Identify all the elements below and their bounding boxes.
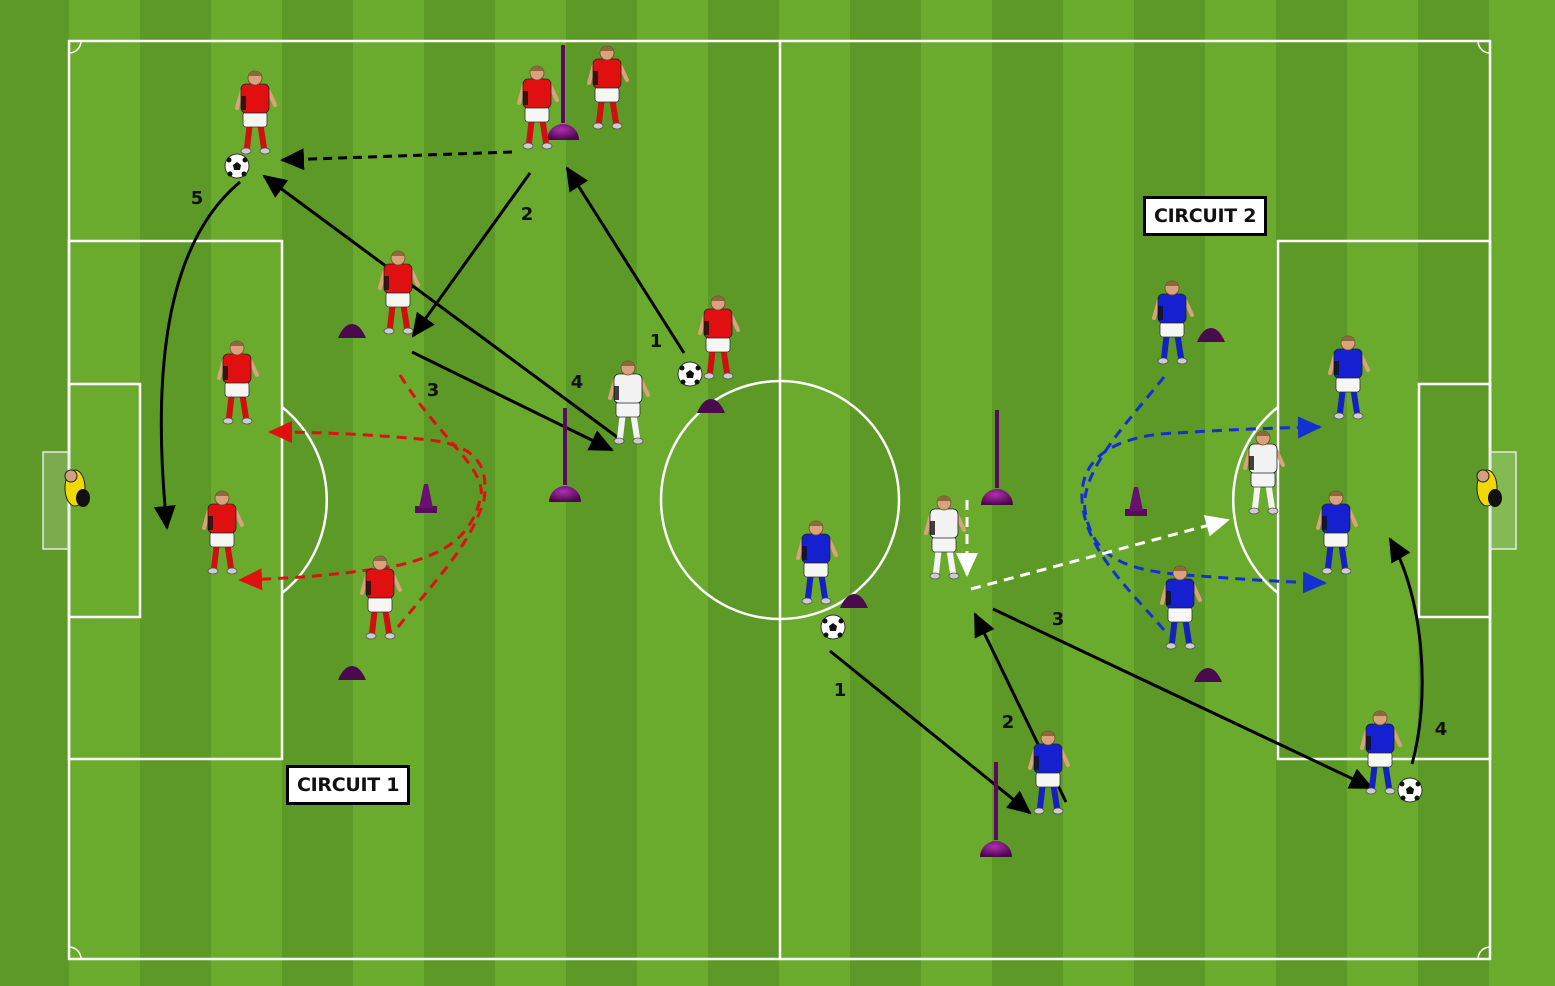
corner-arc-tl: [68, 40, 82, 54]
marker-disc-icon: [338, 324, 366, 338]
player-goalkeeper: [1476, 469, 1502, 507]
left-goal: [42, 451, 70, 550]
neutral-runs: [956, 500, 1230, 591]
corner-arc-br: [1477, 946, 1491, 960]
player-red: [360, 555, 402, 640]
step-number-circuit-1: 5: [191, 188, 204, 209]
marker-disc-icon: [1197, 328, 1225, 342]
players: [64, 45, 1502, 815]
player-red: [517, 65, 559, 150]
training-pole: [981, 410, 1013, 505]
player-white: [924, 495, 966, 580]
player-blue: [1160, 565, 1202, 650]
corner-arc-bl: [68, 946, 82, 960]
red-run-path-lower: [268, 421, 487, 628]
step-number-circuit-2: 1: [834, 680, 847, 701]
training-pole: [980, 762, 1012, 857]
right-penalty-arc: [1231, 406, 1279, 594]
pass-arrow-c1-4: [262, 174, 618, 439]
player-blue: [1028, 730, 1070, 815]
step-number-circuit-2: 2: [1002, 712, 1015, 733]
center-circle: [659, 379, 901, 621]
blue-run-path-upper: [1083, 376, 1327, 594]
circuit-1-label: CIRCUIT 1: [286, 765, 411, 805]
step-number-circuit-1: 4: [571, 372, 584, 393]
player-blue: [796, 520, 838, 605]
blue-run-path-lower: [1080, 416, 1322, 631]
marker-disc-icon: [1194, 668, 1222, 682]
training-pole: [547, 45, 579, 140]
player-red: [235, 70, 277, 155]
training-equipment: [338, 45, 1225, 857]
step-numbers: 1 2 3 4 5 1 2 3 4: [191, 188, 1448, 740]
player-blue: [1360, 710, 1402, 795]
circuit-2-runs: [1080, 376, 1327, 631]
soccer-ball-icon: [1397, 777, 1423, 803]
pass-arrow-c2-3: [992, 607, 1374, 790]
pass-arrow-c1-1: [565, 166, 686, 354]
left-penalty-arc: [281, 406, 329, 594]
player-blue: [1328, 335, 1370, 420]
marker-disc-icon: [338, 666, 366, 680]
pass-arrow-c1-2: [411, 172, 532, 338]
balls: [224, 153, 1423, 803]
player-red: [217, 340, 259, 425]
white-pass-diagonal: [970, 515, 1230, 591]
player-white: [608, 360, 650, 445]
circuit-2-label: CIRCUIT 2: [1143, 196, 1268, 236]
pass-arrow-c1-3: [411, 350, 614, 452]
pass-arrow-c2-4: [1388, 537, 1424, 765]
corner-arc-tr: [1477, 40, 1491, 54]
pass-arrow-c1-top-dashed: [280, 148, 513, 171]
player-red: [698, 295, 740, 380]
player-red: [202, 490, 244, 575]
step-number-circuit-2: 4: [1435, 719, 1448, 740]
cone-icon: [415, 484, 437, 513]
soccer-ball-icon: [224, 153, 250, 179]
circuit-1-runs: [238, 374, 487, 628]
player-red: [378, 250, 420, 335]
player-red: [587, 45, 629, 130]
pass-arrow-c1-5: [153, 180, 241, 530]
player-blue: [1316, 490, 1358, 575]
training-pole: [549, 408, 581, 502]
step-number-circuit-1: 3: [427, 380, 440, 401]
player-blue: [1152, 280, 1194, 365]
soccer-ball-icon: [820, 614, 846, 640]
red-run-path-upper: [238, 374, 483, 591]
cone-icon: [1125, 487, 1147, 516]
pass-arrows: [153, 148, 1424, 815]
step-number-circuit-1: 2: [521, 204, 534, 225]
marker-disc-icon: [697, 399, 725, 413]
step-number-circuit-2: 3: [1052, 609, 1065, 630]
step-number-circuit-1: 1: [650, 331, 663, 352]
marker-disc-icon: [840, 594, 868, 608]
player-goalkeeper: [64, 469, 90, 507]
soccer-ball-icon: [677, 361, 703, 387]
player-white: [1243, 430, 1285, 515]
